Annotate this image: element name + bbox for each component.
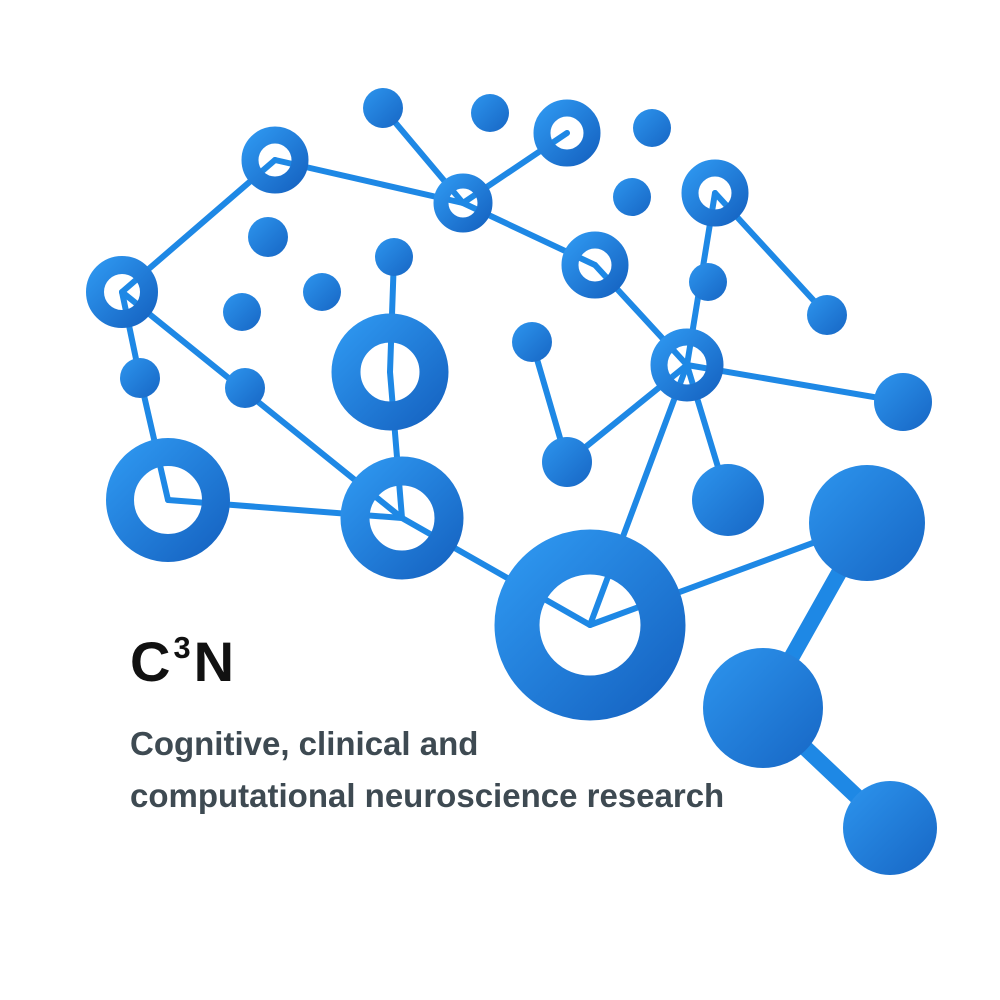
dot-node [807,295,847,335]
edge [684,362,906,405]
ring-node [340,456,464,580]
dot-node [248,217,288,257]
dot-node [692,464,764,536]
brand-suffix: N [193,630,236,693]
dot-node [689,263,727,301]
ring-node [561,231,629,299]
dot-node [874,373,932,431]
dot-node [225,368,265,408]
dot-node [703,648,823,768]
dot-node [303,273,341,311]
dot-node [512,322,552,362]
dot-node [613,178,651,216]
dot-node [375,238,413,276]
brand-prefix: C [130,630,172,693]
tagline-line-2: computational neuroscience research [130,777,725,814]
ring-node [533,99,601,167]
ring-node [681,159,749,227]
ring-nodes [86,99,749,721]
dot-node [223,293,261,331]
dot-nodes [120,88,937,875]
dot-node [843,781,937,875]
ring-node [494,529,686,721]
ring-node [433,173,493,233]
ring-node [86,256,158,328]
edge [587,362,690,628]
dot-node [633,109,671,147]
tagline-line-1: Cognitive, clinical and [130,725,479,762]
ring-node [106,438,230,562]
edge [387,369,405,521]
ring-node [331,313,449,431]
tagline: Cognitive, clinical and computational ne… [130,718,810,822]
dot-node [471,94,509,132]
brand-name: C3N [130,630,235,703]
network-edges [119,105,906,628]
dot-node [542,437,592,487]
brand-superscript: 3 [173,629,192,665]
edge [137,375,171,503]
ring-node [650,328,724,402]
dot-node [120,358,160,398]
dot-node [809,465,925,581]
ring-node [241,126,309,194]
dot-node [363,88,403,128]
